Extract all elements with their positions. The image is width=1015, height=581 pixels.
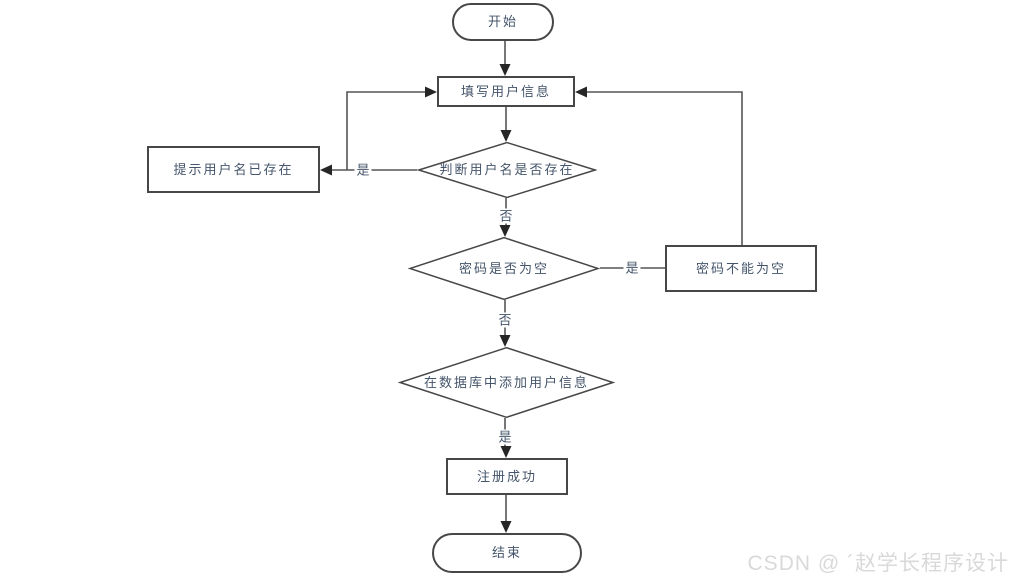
node-add-user-to-database-label: 在数据库中添加用户信息	[423, 374, 589, 390]
decision-diamond-shape	[417, 142, 597, 198]
node-prompt-username-exists: 提示用户名已存在	[147, 146, 320, 193]
node-register-success-label: 注册成功	[476, 468, 537, 484]
decision-diamond-shape	[408, 237, 600, 300]
node-add-user-to-database: 在数据库中添加用户信息	[398, 347, 615, 418]
edge-start-to-fill	[499, 41, 511, 76]
edge-success-to-end	[500, 495, 512, 533]
edge-label-add-db-yes: 是	[496, 429, 514, 445]
node-register-success: 注册成功	[446, 458, 568, 495]
node-check-password-empty: 密码是否为空	[408, 237, 600, 300]
edge-label-username-exists-no: 否	[497, 208, 515, 224]
edge-label-password-empty-no: 否	[496, 312, 514, 328]
node-fill-user-info-label: 填写用户信息	[460, 83, 551, 99]
decision-diamond-shape	[398, 347, 615, 418]
node-fill-user-info: 填写用户信息	[437, 76, 575, 107]
node-start-label: 开始	[487, 14, 518, 30]
node-check-username-exists-label: 判断用户名是否存在	[439, 162, 575, 178]
node-check-password-empty-label: 密码是否为空	[458, 260, 549, 276]
edge-label-password-empty-yes: 是	[623, 260, 641, 276]
node-password-not-empty-label: 密码不能为空	[695, 260, 786, 276]
edge-check-username-yes-to-prompt	[320, 164, 417, 176]
node-end: 结束	[432, 533, 582, 573]
node-end-label: 结束	[491, 545, 522, 561]
edge-label-username-exists-yes: 是	[354, 162, 372, 178]
edge-fill-to-check-username	[500, 107, 512, 142]
edge-password-msg-loop-to-fill	[575, 86, 743, 245]
edge-loop-left-to-fill	[346, 86, 437, 170]
node-check-username-exists: 判断用户名是否存在	[417, 142, 597, 198]
node-prompt-username-exists-label: 提示用户名已存在	[173, 161, 294, 177]
node-start: 开始	[452, 3, 554, 41]
node-password-not-empty: 密码不能为空	[665, 245, 817, 292]
watermark: CSDN @ ´赵学长程序设计	[747, 552, 1009, 575]
